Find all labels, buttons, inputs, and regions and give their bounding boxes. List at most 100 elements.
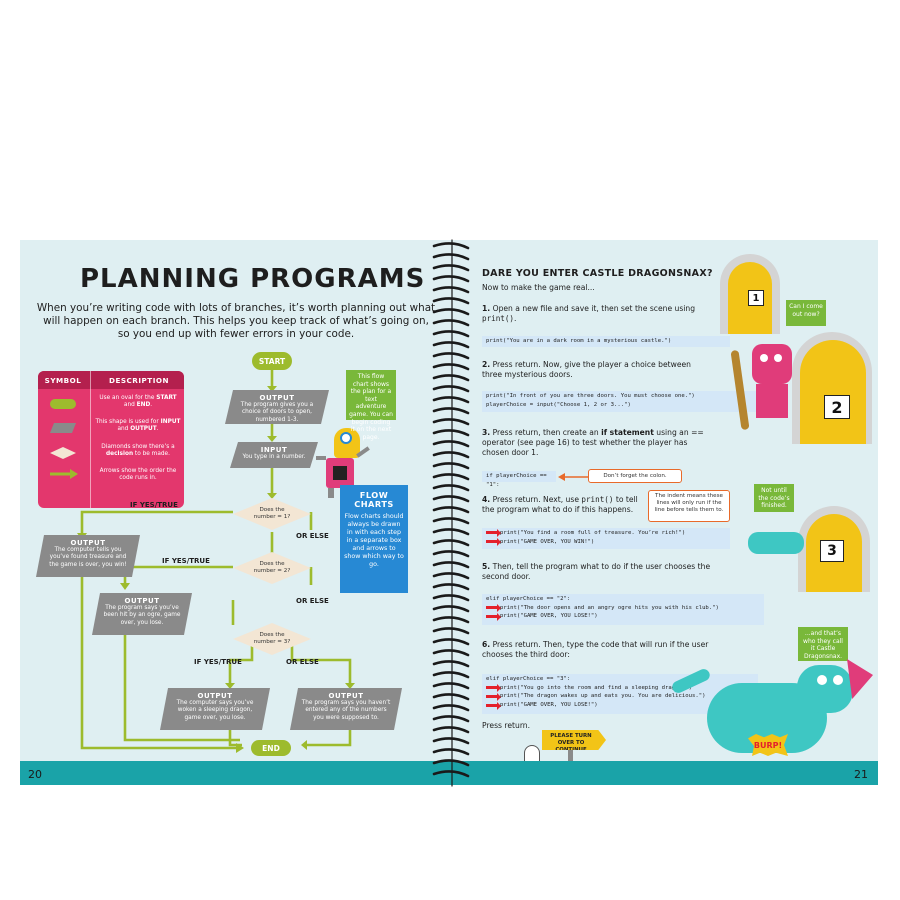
step-5: 5. Then, tell the program what to do if … (482, 562, 711, 581)
spiral-coil (432, 341, 470, 349)
spiral-coil (432, 605, 470, 613)
symbol-legend: SYMBOL DESCRIPTION Use an oval for the S… (38, 371, 184, 508)
indent-arrow-icon (486, 701, 501, 710)
step-2: 2. Press return. Now, give the player a … (482, 360, 691, 379)
section-heading: DARE YOU ENTER CASTLE DRAGONSNAX? (482, 268, 713, 279)
legend-header (38, 371, 184, 389)
indent-arrow-icon (486, 683, 501, 692)
turn-over-sign: PLEASE TURN OVER TO CONTINUE (542, 730, 606, 750)
spiral-coil (432, 627, 470, 635)
spiral-coil (432, 704, 470, 712)
flow-output-invalid: OUTPUT The program says you haven’t ente… (290, 688, 402, 730)
spiral-coil (432, 374, 470, 382)
spiral-coil (432, 539, 470, 547)
spiral-coil (432, 363, 470, 371)
press-return-text: Press return. (482, 721, 531, 730)
flow-output-doors: OUTPUT The program gives you a choice of… (225, 390, 329, 424)
code-step-2: print("In front of you are three doors. … (482, 391, 760, 412)
sign-post (568, 750, 573, 764)
spiral-coil (432, 242, 470, 250)
oval-symbol-icon (50, 399, 76, 409)
spiral-coil (432, 583, 470, 591)
ogre-speech-bubble: Can I come out now? (786, 300, 826, 326)
spiral-coil (432, 495, 470, 503)
flow-end-oval: END (251, 740, 291, 756)
spiral-coil (432, 451, 470, 459)
step-6: 6. Press return. Then, type the code tha… (482, 640, 709, 659)
branch-label-else-3: OR ELSE (286, 658, 319, 666)
diamond-symbol-icon (50, 447, 76, 459)
ogre-head (752, 344, 792, 384)
indent-arrow-icon (486, 603, 501, 612)
flow-input-number: INPUT You type in a number. (230, 442, 318, 468)
dragon-tail (670, 667, 712, 695)
legend-row-arrow: Arrows show the order the code runs in. (99, 468, 177, 482)
spiral-coil (432, 319, 470, 327)
branch-label-yes-1: IF YES/TRUE (130, 501, 178, 509)
step-3: 3. Press return, then create an if state… (482, 428, 704, 457)
robot-speech-bubble: This flow chart shows the plan for a tex… (346, 370, 396, 441)
spiral-coil (432, 759, 470, 767)
door-2 (800, 340, 866, 444)
spiral-coil (432, 352, 470, 360)
ogre-club (730, 349, 750, 431)
right-page: DARE YOU ENTER CASTLE DRAGONSNAX? Now to… (452, 240, 878, 785)
indent-arrow-icon (486, 528, 501, 537)
arrow-symbol-icon (50, 469, 78, 479)
spiral-coil (432, 506, 470, 514)
spiral-coil (432, 396, 470, 404)
branch-label-else-1: OR ELSE (296, 532, 329, 540)
spiral-coil (432, 594, 470, 602)
note-indent: The indent means these lines will only r… (648, 490, 730, 522)
dragon-eye-icon (833, 675, 843, 685)
section-subheading: Now to make the game real... (482, 283, 595, 292)
parallelogram-symbol-icon (50, 423, 76, 433)
spiral-coil (432, 517, 470, 525)
spiral-coil (432, 550, 470, 558)
spiral-coil (432, 264, 470, 272)
robot-screen (333, 466, 347, 480)
spiral-coil (432, 418, 470, 426)
spiral-coil (432, 682, 470, 690)
branch-label-else-2: OR ELSE (296, 597, 329, 605)
spiral-coil (432, 473, 470, 481)
note-colon-arrow (558, 473, 588, 481)
burp-burst: BURP! (748, 734, 788, 756)
intro-text: When you’re writing code with lots of br… (36, 302, 436, 340)
door-1-number: 1 (748, 290, 764, 306)
spiral-coil (432, 660, 470, 668)
flow-output-treasure: OUTPUT The computer tells you you’ve fou… (36, 535, 140, 577)
code-step-1: print("You are in a dark room in a myste… (482, 336, 730, 347)
big-dragon-illustration (667, 645, 877, 775)
spiral-coil (432, 649, 470, 657)
spiral-binding (432, 239, 470, 787)
branch-label-yes-3: IF YES/TRUE (194, 658, 242, 666)
spiral-coil (432, 616, 470, 624)
branch-label-yes-2: IF YES/TRUE (162, 557, 210, 565)
code-step-4: print("You find a room full of treasure.… (482, 528, 730, 549)
spiral-coil (432, 429, 470, 437)
ogre-eye-icon (774, 354, 782, 362)
flow-start-oval: START (252, 352, 292, 370)
flow-output-ogre: OUTPUT The program says you’ve been hit … (92, 593, 192, 635)
spiral-coil (432, 561, 470, 569)
robot-illustration (312, 420, 382, 500)
flow-output-dragon: OUTPUT The computer says you’ve woken a … (160, 688, 270, 730)
spiral-coil (432, 671, 470, 679)
flow-arrows (77, 370, 355, 753)
spiral-coil (432, 297, 470, 305)
spiral-coil (432, 462, 470, 470)
legend-divider (90, 371, 91, 508)
page-title: PLANNING PROGRAMS (80, 264, 426, 294)
legend-header-symbol: SYMBOL (44, 376, 82, 385)
spiral-coil (432, 407, 470, 415)
indent-arrow-icon (486, 692, 501, 701)
ogre-body (756, 384, 788, 418)
spiral-coil (432, 693, 470, 701)
ogre-eye-icon (760, 354, 768, 362)
robot-eye-icon (340, 432, 352, 444)
flow-charts-text: Flow charts should always be drawn in wi… (344, 513, 404, 568)
code-step-3: if playerChoice == "1": (482, 471, 556, 488)
door-3-number: 3 (820, 540, 844, 562)
spiral-coil (432, 385, 470, 393)
